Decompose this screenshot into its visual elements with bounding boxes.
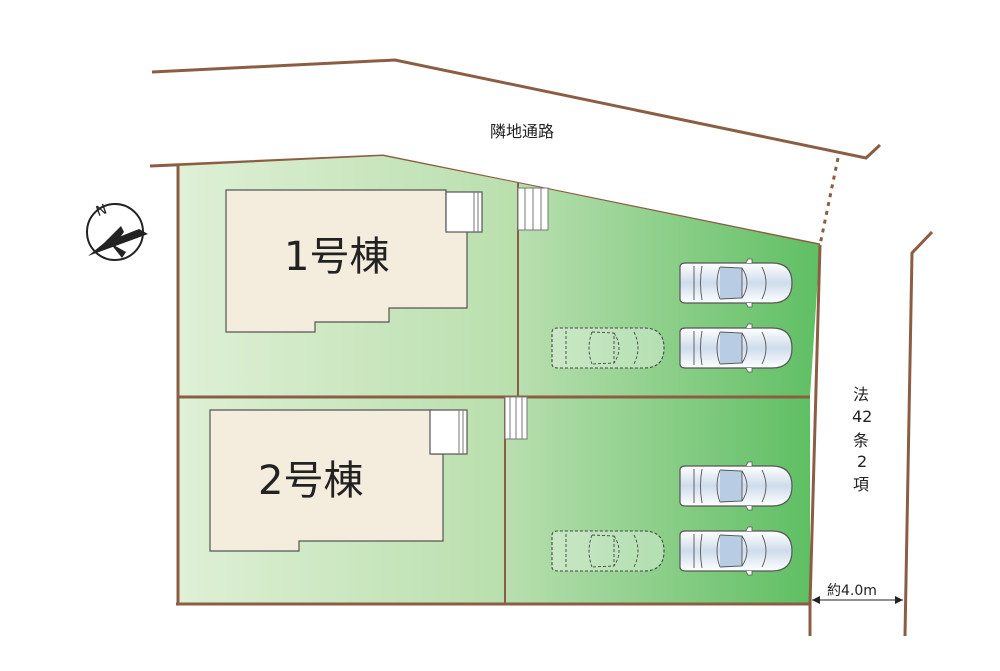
road-width-dimension: 約4.0m	[812, 580, 903, 604]
road-width-label: 約4.0m	[827, 583, 877, 599]
road-law-label: 法 42 条 2 項	[852, 385, 872, 494]
svg-text:42: 42	[852, 407, 872, 426]
road-far-boundary	[903, 230, 934, 637]
svg-text:2: 2	[857, 452, 867, 471]
svg-text:法: 法	[853, 385, 869, 404]
car-lot-1-a	[679, 258, 793, 308]
car-lot-2-a	[679, 461, 793, 511]
compass-arrow-icon	[88, 229, 148, 256]
lot-right-boundary	[808, 244, 822, 636]
svg-text:条: 条	[853, 431, 869, 450]
road-end-dotted-line	[818, 157, 840, 246]
building-2-porch	[429, 409, 468, 455]
car-lot-1-b	[679, 323, 793, 373]
building-1-label: 1号棟	[284, 234, 389, 280]
neighbor-road-label: 隣地通路	[490, 122, 554, 141]
car-lot-1-ghost	[551, 327, 665, 369]
lot-2-steps	[504, 396, 528, 440]
svg-text:項: 項	[853, 475, 869, 494]
building-1-porch	[445, 191, 483, 233]
neighbor-road-top-boundary	[151, 58, 882, 160]
car-lot-2-b	[679, 526, 793, 576]
north-compass: N	[86, 202, 148, 261]
compass-north-letter: N	[94, 202, 109, 221]
lot-1-steps	[517, 187, 549, 231]
car-lot-2-ghost	[551, 530, 665, 572]
building-2-label: 2号棟	[258, 458, 363, 504]
